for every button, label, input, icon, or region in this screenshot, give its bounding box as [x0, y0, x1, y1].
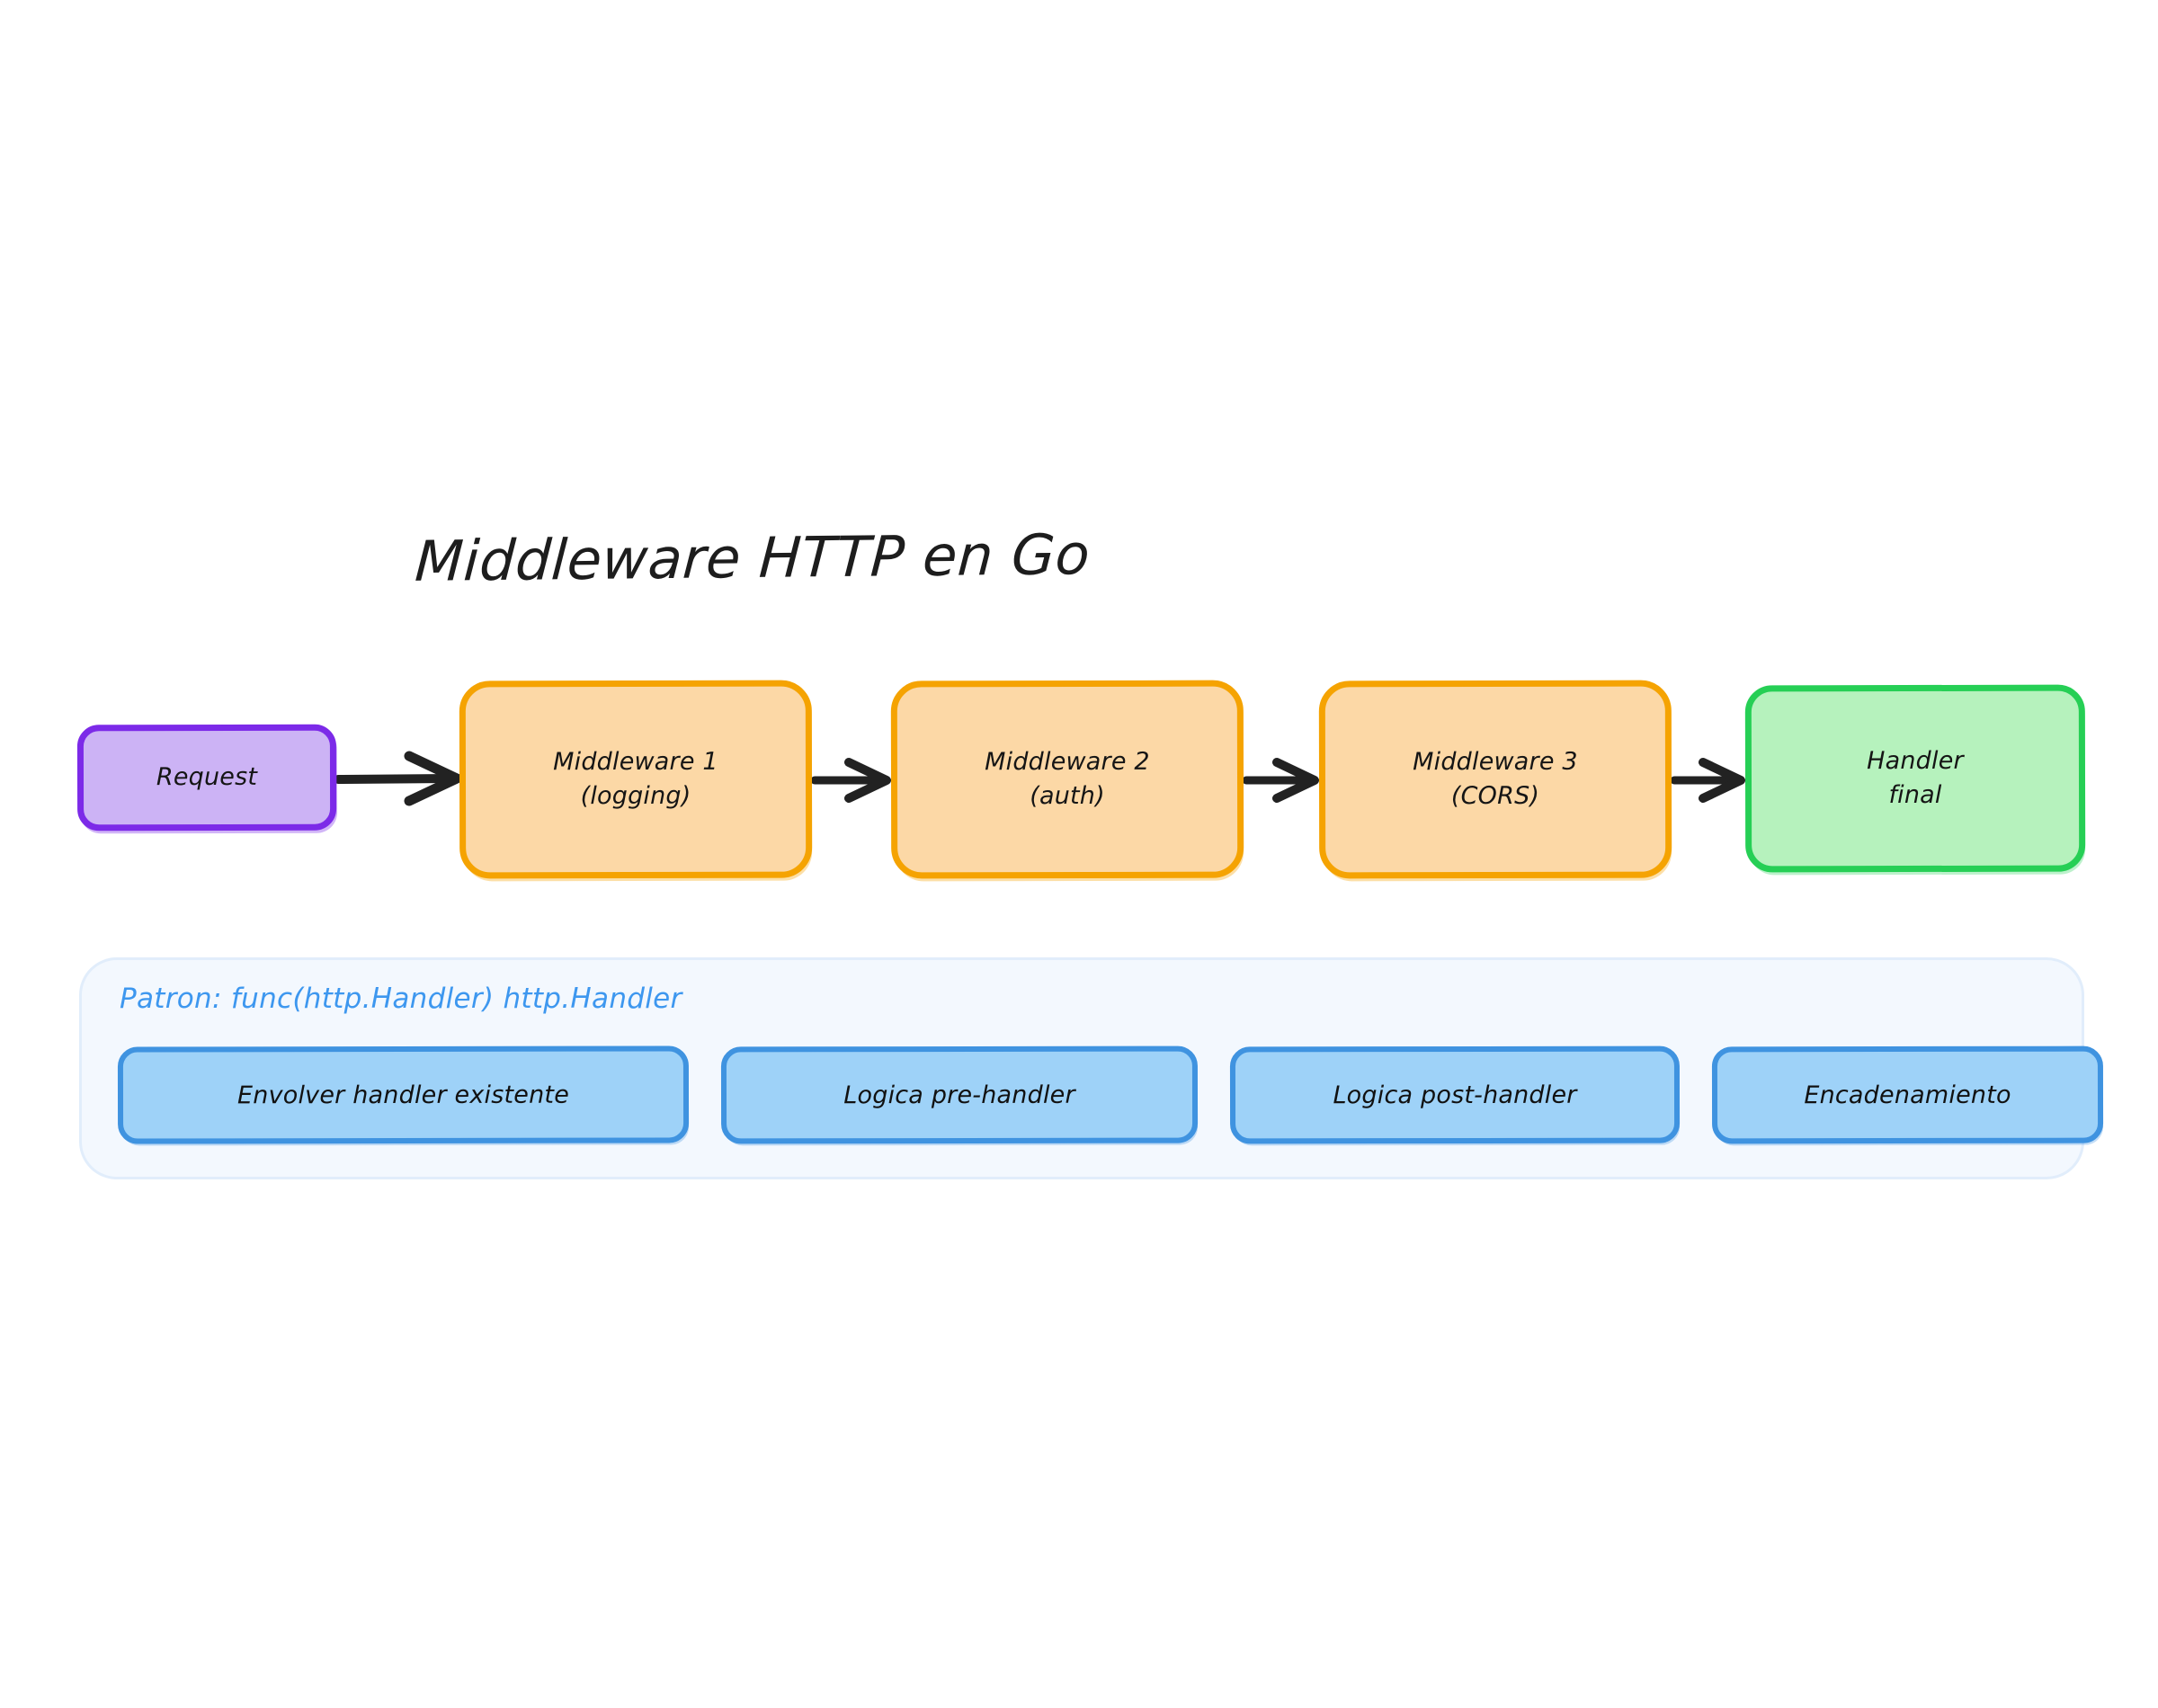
pattern-item-envolver-handler-existente[interactable]: Envolver handler existente: [117, 1045, 690, 1144]
flow-node-middleware-3-label: Middleware 3 (CORS): [1413, 747, 1578, 811]
pattern-item-logica-pre-handler[interactable]: Logica pre-handler: [720, 1045, 1199, 1144]
flow-node-request[interactable]: Request: [76, 724, 337, 832]
flow-node-handler-final-label: Handler final: [1867, 746, 1964, 810]
flow-node-middleware-1[interactable]: Middleware 1 (logging): [459, 680, 813, 879]
page-title: Middleware HTTP en Go: [413, 521, 1092, 594]
flow-node-request-label: Request: [156, 762, 258, 791]
pattern-item-label: Encadenamiento: [1804, 1081, 2011, 1109]
pattern-panel-title: Patron: func(http.Handler) http.Handler: [120, 983, 682, 1015]
flow-node-middleware-2[interactable]: Middleware 2 (auth): [890, 680, 1244, 879]
edge-request-to-middleware-1: [334, 751, 462, 806]
edge-middleware-2-to-middleware-3: [1242, 758, 1319, 803]
flow-node-middleware-3[interactable]: Middleware 3 (CORS): [1318, 680, 1672, 879]
edge-middleware-1-to-middleware-2: [810, 758, 891, 803]
pattern-item-encadenamiento[interactable]: Encadenamiento: [1711, 1045, 2104, 1144]
flow-node-middleware-2-label: Middleware 2 (auth): [985, 747, 1150, 811]
pattern-item-logica-post-handler[interactable]: Logica post-handler: [1229, 1045, 1681, 1144]
pattern-item-label: Logica pre-handler: [843, 1081, 1075, 1109]
flow-node-middleware-1-label: Middleware 1 (logging): [553, 747, 718, 811]
pattern-item-list: Envolver handler existente Logica pre-ha…: [117, 1043, 2104, 1147]
flow-node-handler-final[interactable]: Handler final: [1744, 684, 2086, 873]
edge-middleware-3-to-handler-final: [1670, 758, 1745, 803]
pattern-item-label: Logica post-handler: [1333, 1081, 1577, 1109]
pattern-item-label: Envolver handler existente: [236, 1081, 570, 1109]
pattern-panel: Patron: func(http.Handler) http.Handler …: [79, 957, 2104, 1179]
